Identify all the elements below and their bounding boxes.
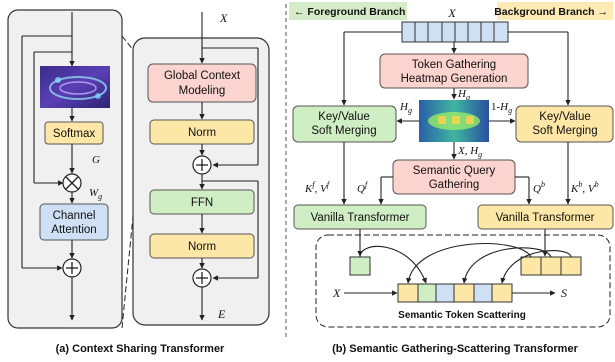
kb-vb-label: Kb, Vb — [570, 180, 599, 195]
sqg-line1: Semantic Query — [413, 165, 496, 177]
vanilla-right-label: Vanilla Transformer — [496, 212, 595, 224]
ffn-label: FFN — [191, 197, 213, 209]
scatter-s-label: S — [561, 286, 567, 300]
channel-attention-box — [39, 203, 109, 241]
vanilla-left-label: Vanilla Transformer — [311, 212, 410, 224]
center-heatmap-image — [419, 100, 489, 142]
multiply-node — [62, 173, 82, 193]
mid-add-node-2 — [192, 268, 212, 288]
mid-x-label: X — [219, 11, 228, 25]
scattering-label: Semantic Token Scattering — [398, 310, 526, 321]
qb-label: Qb — [533, 180, 545, 195]
background-branch-tag — [497, 2, 613, 20]
channel-attention-line2: Attention — [51, 224, 96, 236]
caption-a: (a) Context Sharing Transformer — [56, 343, 225, 355]
g-label: G — [92, 154, 100, 166]
channel-attention-line1: Channel — [53, 210, 96, 222]
kv-left-line1: Key/Value — [318, 111, 370, 123]
foreground-branch-tag — [289, 2, 407, 20]
scatter-x-label: X — [332, 286, 341, 300]
left-heatmap-image — [40, 66, 110, 108]
token-gathering-line1: Token Gathering — [412, 59, 496, 71]
wg-label: Wg — [89, 187, 102, 201]
kv-left-line2: Soft Merging — [311, 125, 376, 137]
softmax-label: Softmax — [53, 128, 95, 140]
caption-b: (b) Semantic Gathering-Scattering Transf… — [332, 343, 578, 355]
foreground-token — [349, 256, 371, 276]
output-token-row — [397, 283, 513, 303]
softmax-box — [44, 121, 104, 145]
kv-right-line2: Soft Merging — [532, 125, 597, 137]
kf-vf-label: Kf, Vf — [304, 180, 331, 195]
hg-right-label: 1-Hg — [491, 101, 512, 115]
mid-e-label: E — [217, 307, 226, 321]
kv-right-line1: Key/Value — [539, 111, 591, 123]
kv-right-box — [515, 105, 614, 143]
hg-top-label: Hg — [457, 88, 470, 102]
background-branch-label: Background Branch → — [494, 6, 608, 18]
token-gathering-line2: Heatmap Generation — [401, 73, 508, 85]
gcm-line1: Global Context — [164, 70, 241, 82]
qf-label: Qf — [357, 180, 369, 195]
x-hg-label: X, Hg — [457, 145, 482, 159]
right-x-label: X — [447, 6, 456, 20]
norm-1-label: Norm — [188, 127, 216, 139]
left-panel-bg — [7, 9, 123, 329]
foreground-branch-label: ← Foreground Branch — [294, 6, 405, 18]
input-token-row — [401, 21, 509, 43]
mid-add-node-1 — [192, 155, 212, 175]
hg-left-label: Hg — [399, 101, 412, 115]
background-tokens — [520, 256, 582, 276]
scattering-dashed-box — [315, 234, 611, 328]
sqg-line2: Gathering — [429, 179, 480, 191]
norm-2-label: Norm — [188, 241, 216, 253]
left-add-node — [62, 258, 82, 278]
gcm-line2: Modeling — [179, 85, 226, 97]
